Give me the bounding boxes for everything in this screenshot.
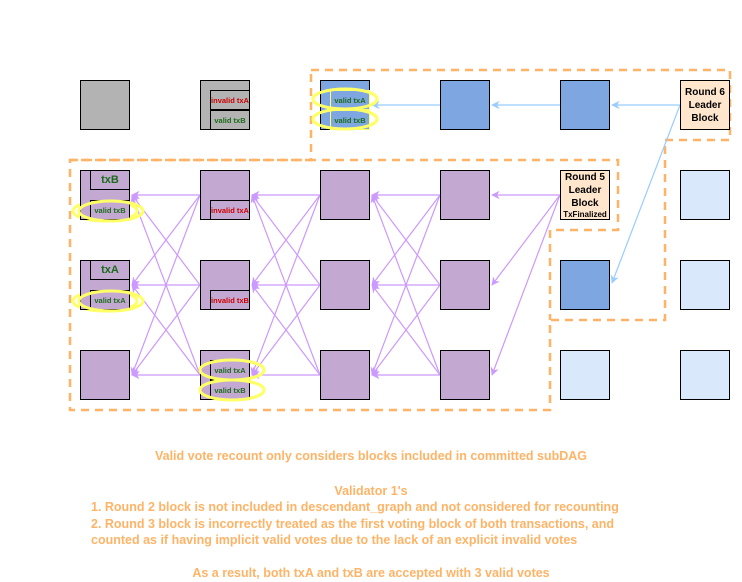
round2-uncommitted-block[interactable]: invalid txA valid txB	[200, 80, 250, 130]
vote-edge	[371, 194, 441, 286]
invalid-vote-tag: invalid txA	[210, 200, 250, 220]
headline-note: Valid vote recount only considers blocks…	[154, 449, 588, 463]
leader-label: Leader	[688, 99, 722, 111]
conclusion-note: As a result, both txA and txB are accept…	[192, 566, 550, 580]
valid-vote-tag: valid txA	[90, 290, 130, 310]
validator-title: Validator 1's	[334, 484, 408, 498]
round1-block-txB[interactable]: txB valid txB	[80, 170, 130, 220]
leader-label: Block	[691, 112, 719, 124]
vote-edge	[490, 194, 561, 376]
round6-block[interactable]	[680, 350, 730, 400]
point-1: 1. Round 2 block is not included in desc…	[91, 500, 619, 514]
vote-edge	[491, 194, 561, 286]
leader-label: Leader	[568, 184, 602, 196]
vote-edge	[251, 284, 321, 376]
round5-block[interactable]	[560, 350, 610, 400]
round3-block[interactable]	[320, 170, 370, 220]
valid-vote-tag: valid txA	[330, 90, 370, 110]
vote-edge	[250, 194, 321, 376]
vote-edge	[370, 194, 441, 376]
round6-block[interactable]	[680, 170, 730, 220]
vote-edge	[251, 194, 321, 286]
leader-label: Round 5	[565, 171, 605, 183]
round2-block[interactable]: valid txA valid txB	[200, 350, 250, 400]
round1-uncommitted-block[interactable]	[80, 80, 130, 130]
finalized-status: TxFinalized	[563, 209, 607, 219]
committed-subdag-boundary	[68, 68, 732, 412]
round5-block-validator1[interactable]	[560, 260, 610, 310]
round1-block-txA[interactable]: txA valid txA	[80, 260, 130, 310]
vote-edge	[371, 284, 441, 376]
point-2a: 2. Round 3 block is incorrectly treated …	[91, 517, 615, 531]
round6-edge	[610, 104, 681, 284]
round4-block[interactable]	[440, 80, 490, 130]
valid-vote-tag: valid txA	[210, 360, 250, 380]
round4-block[interactable]	[440, 170, 490, 220]
round3-block-validator1[interactable]: valid txA valid txB	[320, 80, 370, 130]
round2-block[interactable]: invalid txA	[200, 170, 250, 220]
round3-block[interactable]	[320, 350, 370, 400]
invalid-vote-tag: invalid txB	[210, 290, 250, 310]
round6-leader-block[interactable]: Round 6 Leader Block	[680, 80, 730, 130]
point-2b: counted as if having implicit valid vote…	[91, 533, 578, 547]
round3-block[interactable]	[320, 260, 370, 310]
valid-vote-tag: valid txB	[90, 200, 130, 220]
round4-block[interactable]	[440, 260, 490, 310]
round1-block[interactable]	[80, 350, 130, 400]
invalid-vote-tag: invalid txA	[210, 90, 250, 110]
round5-block[interactable]	[560, 80, 610, 130]
vote-edge	[130, 194, 201, 376]
round2-block[interactable]: invalid txB	[200, 260, 250, 310]
round5-leader-boundary	[70, 158, 620, 320]
leader-label: Round 6	[685, 86, 725, 98]
valid-vote-tag: valid txB	[210, 380, 250, 400]
round4-block[interactable]	[440, 350, 490, 400]
leader-label: Block	[571, 197, 599, 209]
valid-vote-tag: valid txB	[330, 110, 370, 130]
tx-label: txB	[90, 170, 130, 190]
valid-vote-tag: valid txB	[210, 110, 250, 130]
round6-block[interactable]	[680, 260, 730, 310]
tx-label: txA	[90, 260, 130, 280]
round5-leader-block[interactable]: Round 5 Leader Block TxFinalized	[560, 170, 610, 220]
